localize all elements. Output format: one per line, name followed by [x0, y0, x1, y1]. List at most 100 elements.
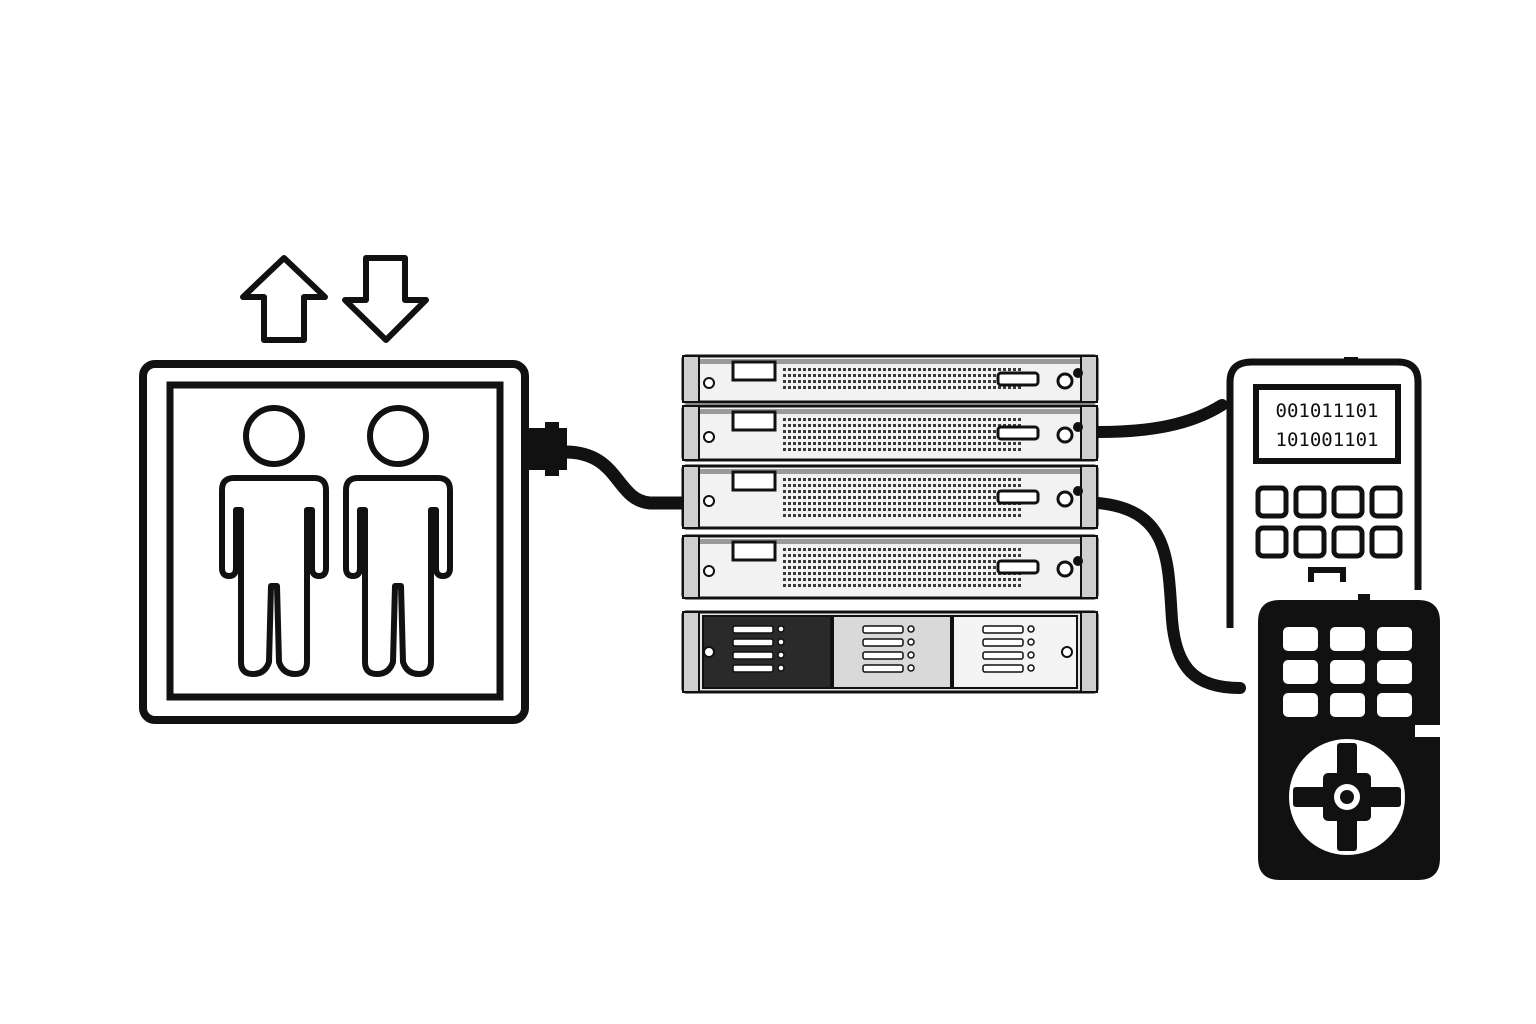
drive-slot: [732, 638, 774, 647]
left-rack-ear: [682, 465, 700, 529]
vent-grille: [783, 548, 1021, 587]
terminal-key: [1331, 525, 1365, 559]
power-knob: [1056, 560, 1074, 578]
drive-bay-3: [952, 615, 1078, 689]
terminal-display: [1253, 384, 1401, 464]
reset-knob: [1073, 486, 1083, 496]
server-unit-top-edge: [686, 409, 1094, 414]
cables: [558, 399, 1246, 694]
drive-bay-2: [832, 615, 952, 689]
remote-key: [1283, 660, 1318, 684]
dpad-icon: [1289, 739, 1405, 855]
cable-elevator-to-rack: [558, 445, 695, 510]
elevator-plug-tip: [545, 422, 559, 476]
drive-slot: [862, 625, 904, 634]
drive-led: [1027, 625, 1035, 633]
drive-slot: [732, 664, 774, 673]
remote-key: [1283, 693, 1318, 717]
vent-grille: [783, 418, 1021, 451]
drive-slot: [862, 638, 904, 647]
up-arrow-icon: [240, 255, 328, 343]
left-rack-ear: [682, 535, 700, 599]
server-unit-2: [681, 404, 1099, 462]
power-knob: [1056, 490, 1074, 508]
reset-knob: [1073, 368, 1083, 378]
left-rack-ear: [682, 355, 700, 403]
remote-key: [1330, 627, 1365, 651]
server-rack-icon: [681, 354, 1099, 694]
drive-led: [1027, 664, 1035, 672]
status-slot: [996, 489, 1040, 505]
drive-slot: [982, 651, 1024, 660]
status-slot: [996, 559, 1040, 575]
remote-keypad: [1283, 627, 1412, 717]
drive-led: [907, 651, 915, 659]
status-slot: [996, 371, 1040, 387]
right-rack-ear: [1080, 465, 1098, 529]
drive-led: [907, 664, 915, 672]
server-unit-3: [681, 464, 1099, 530]
drive-led: [777, 651, 785, 659]
vent-grille: [783, 478, 1021, 517]
terminal-display-line-1: 001011101: [1276, 400, 1379, 422]
remote-top-button: [1358, 594, 1370, 600]
drive-led: [777, 638, 785, 646]
remote-key: [1283, 627, 1318, 651]
terminal-top-button: [1344, 357, 1358, 363]
person-icon-left: [219, 405, 329, 677]
power-knob: [1056, 372, 1074, 390]
drive-led: [907, 625, 915, 633]
left-rack-ear: [682, 611, 700, 693]
led-indicator: [703, 431, 715, 443]
server-unit-5: [681, 610, 1099, 694]
drive-slot: [862, 651, 904, 660]
led-indicator: [703, 495, 715, 507]
led-indicator: [703, 646, 715, 658]
drive-tag: [731, 410, 777, 432]
drive-led: [907, 638, 915, 646]
terminal-connector-slot: [1308, 567, 1346, 582]
remote-key: [1377, 693, 1412, 717]
drive-led: [777, 625, 785, 633]
drive-led: [777, 664, 785, 672]
remote-key: [1377, 660, 1412, 684]
terminal-key: [1255, 485, 1289, 519]
status-slot: [996, 425, 1040, 441]
terminal-key: [1255, 525, 1289, 559]
right-rack-ear: [1080, 405, 1098, 461]
power-knob: [1056, 426, 1074, 444]
reset-knob: [1073, 422, 1083, 432]
server-unit-top-edge: [686, 469, 1094, 474]
right-rack-ear: [1080, 611, 1098, 693]
drive-slot: [862, 664, 904, 673]
server-unit-1: [681, 354, 1099, 404]
elevator-icon: [139, 255, 567, 724]
remote-key: [1377, 627, 1412, 651]
drive-tag: [731, 360, 777, 382]
terminal-key: [1369, 485, 1403, 519]
terminal-key: [1331, 485, 1365, 519]
terminal-key: [1293, 485, 1327, 519]
terminal-key: [1293, 525, 1327, 559]
drive-tag: [731, 470, 777, 492]
drive-slot: [982, 638, 1024, 647]
led-indicator: [703, 565, 715, 577]
terminal-display-line-2: 101001101: [1276, 429, 1379, 451]
terminal-key: [1369, 525, 1403, 559]
cable-rack-to-terminal: [1092, 399, 1228, 438]
drive-tag: [731, 540, 777, 562]
server-unit-top-edge: [686, 539, 1094, 544]
reset-knob: [1073, 556, 1083, 566]
drive-slot: [732, 625, 774, 634]
drive-slot: [982, 625, 1024, 634]
remote-controller-icon: [1258, 594, 1440, 880]
drive-slot: [982, 664, 1024, 673]
drive-bay-1: [702, 615, 832, 689]
keypad-terminal-icon: 001011101 101001101: [1226, 357, 1422, 628]
drive-led: [1027, 651, 1035, 659]
cable-rack-to-remote: [1092, 497, 1246, 694]
remote-key: [1330, 660, 1365, 684]
terminal-keypad: [1255, 485, 1403, 559]
